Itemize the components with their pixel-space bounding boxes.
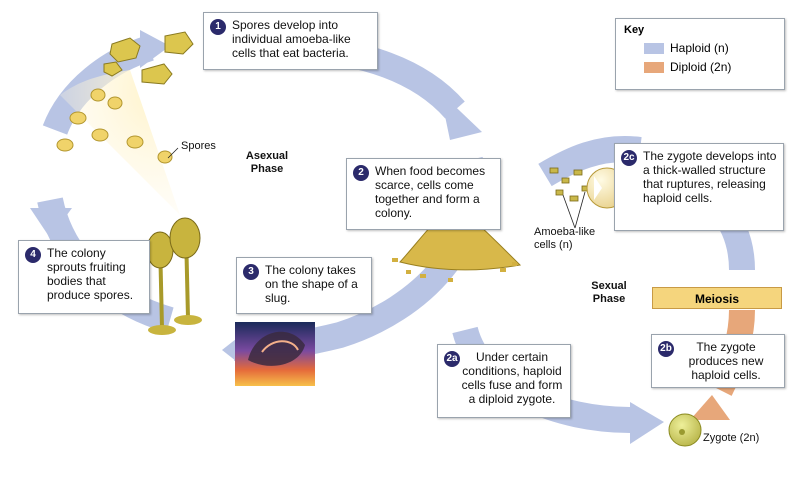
amoeba-cells-label: Amoeba-like cells (n)	[534, 226, 596, 251]
step-3-box: 3 The colony takes on the shape of a slu…	[236, 257, 372, 314]
slug-photograph	[235, 322, 315, 386]
step-2a-text: Under certain conditions, haploid cells …	[461, 350, 563, 406]
sexual-phase-label: Sexual Phase	[591, 280, 627, 305]
step-2c-box: 2c The zygote develops into a thick-wall…	[614, 143, 784, 231]
released-amoeba-cells	[549, 167, 590, 202]
zygote-label: Zygote (2n)	[703, 432, 760, 444]
step-2-number: 2	[353, 165, 369, 181]
spore-cells	[56, 88, 173, 164]
step-2c-text: The zygote develops into a thick-walled …	[643, 149, 777, 205]
spores-pointer-line	[167, 147, 179, 159]
step-1-box: 1 Spores develop into individual amoeba-…	[203, 12, 378, 70]
step-4-number: 4	[25, 247, 41, 263]
step-2a-box: 2a Under certain conditions, haploid cel…	[437, 344, 571, 418]
haploid-label: Haploid (n)	[670, 41, 729, 55]
step-4-box: 4 The colony sprouts fruiting bodies tha…	[18, 240, 150, 314]
fruiting-bodies	[146, 217, 202, 335]
step-2b-text: The zygote produces new haploid cells.	[688, 340, 764, 382]
step-2c-number: 2c	[621, 150, 637, 166]
spore-dispersal-glow	[60, 70, 180, 215]
step-3-number: 3	[243, 264, 259, 280]
amoeba-cells-top	[103, 31, 194, 85]
diploid-swatch	[644, 62, 664, 73]
meiosis-label: Meiosis	[652, 287, 782, 309]
asexual-phase-label: Asexual Phase	[245, 150, 289, 175]
step-1-text: Spores develop into individual amoeba-li…	[232, 18, 351, 60]
amoeba-pointer-lines	[562, 191, 586, 229]
zygote-cell	[668, 413, 702, 447]
spores-label: Spores	[181, 140, 216, 152]
diploid-label: Diploid (2n)	[670, 60, 732, 74]
step-3-text: The colony takes on the shape of a slug.	[265, 263, 358, 305]
sexual-cycle-arrowheads	[630, 395, 730, 444]
step-2-text: When food becomes scarce, cells come tog…	[375, 164, 486, 220]
step-2b-box: 2b The zygote produces new haploid cells…	[651, 334, 785, 388]
step-1-number: 1	[210, 19, 226, 35]
step-2-box: 2 When food becomes scarce, cells come t…	[346, 158, 501, 230]
haploid-swatch	[644, 43, 664, 54]
step-2a-number: 2a	[444, 351, 460, 367]
step-4-text: The colony sprouts fruiting bodies that …	[47, 246, 134, 302]
step-2b-number: 2b	[658, 341, 674, 357]
legend-title: Key	[624, 24, 645, 36]
legend-key: Key Haploid (n) Diploid (2n)	[615, 18, 785, 90]
